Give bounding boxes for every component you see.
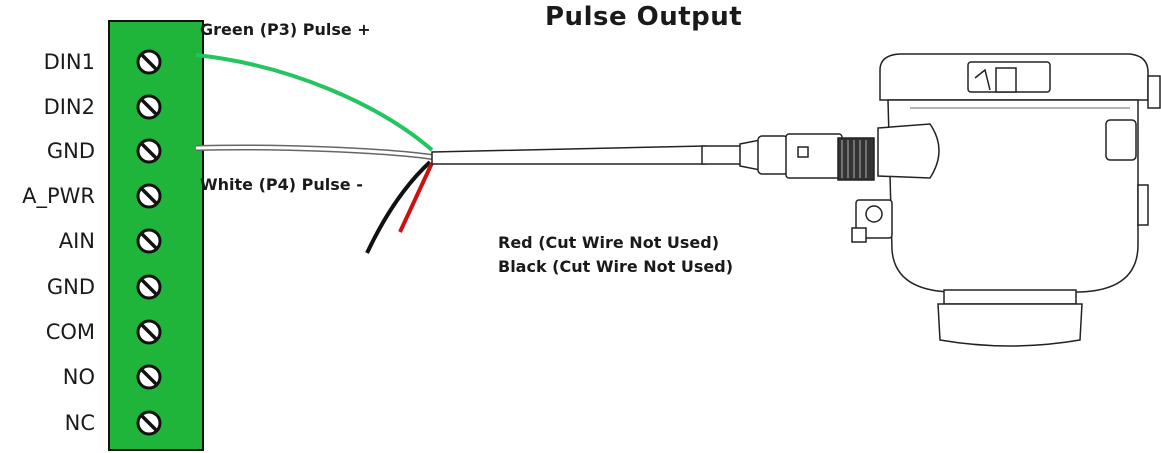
pin-label-a-pwr: A_PWR: [22, 184, 95, 208]
black-wire-label: Black (Cut Wire Not Used): [498, 257, 734, 276]
pin-label-gnd-2: GND: [46, 275, 95, 299]
screw-icon: [136, 319, 162, 345]
screw-icon: [136, 228, 162, 254]
screw-icon: [136, 183, 162, 209]
connector: [739, 133, 875, 181]
pin-label-gnd-1: GND: [46, 139, 95, 163]
pin-label-nc: NC: [64, 411, 95, 435]
sensor-housing: [851, 53, 1161, 347]
white-wire-label: White (P4) Pulse -: [200, 175, 363, 194]
red-wire: [398, 162, 434, 233]
screw-icon: [136, 274, 162, 300]
pin-label-com: COM: [45, 320, 95, 344]
green-wire: [195, 53, 434, 152]
white-wire: [195, 145, 433, 159]
diagram-title: Pulse Output: [545, 2, 743, 32]
screw-icon: [136, 94, 162, 120]
cable-strain-relief: [701, 145, 743, 165]
pin-label-ain: AIN: [58, 229, 95, 253]
pin-label-no: NO: [62, 365, 95, 389]
screw-icon: [136, 364, 162, 390]
screw-icon: [136, 410, 162, 436]
black-wire: [365, 160, 432, 254]
red-wire-label: Red (Cut Wire Not Used): [498, 233, 720, 252]
screw-icon: [136, 138, 162, 164]
cable: [431, 145, 706, 165]
screw-icon: [136, 49, 162, 75]
pin-label-din1: DIN1: [43, 50, 95, 74]
green-wire-label: Green (P3) Pulse +: [200, 20, 371, 39]
pin-label-din2: DIN2: [43, 95, 95, 119]
